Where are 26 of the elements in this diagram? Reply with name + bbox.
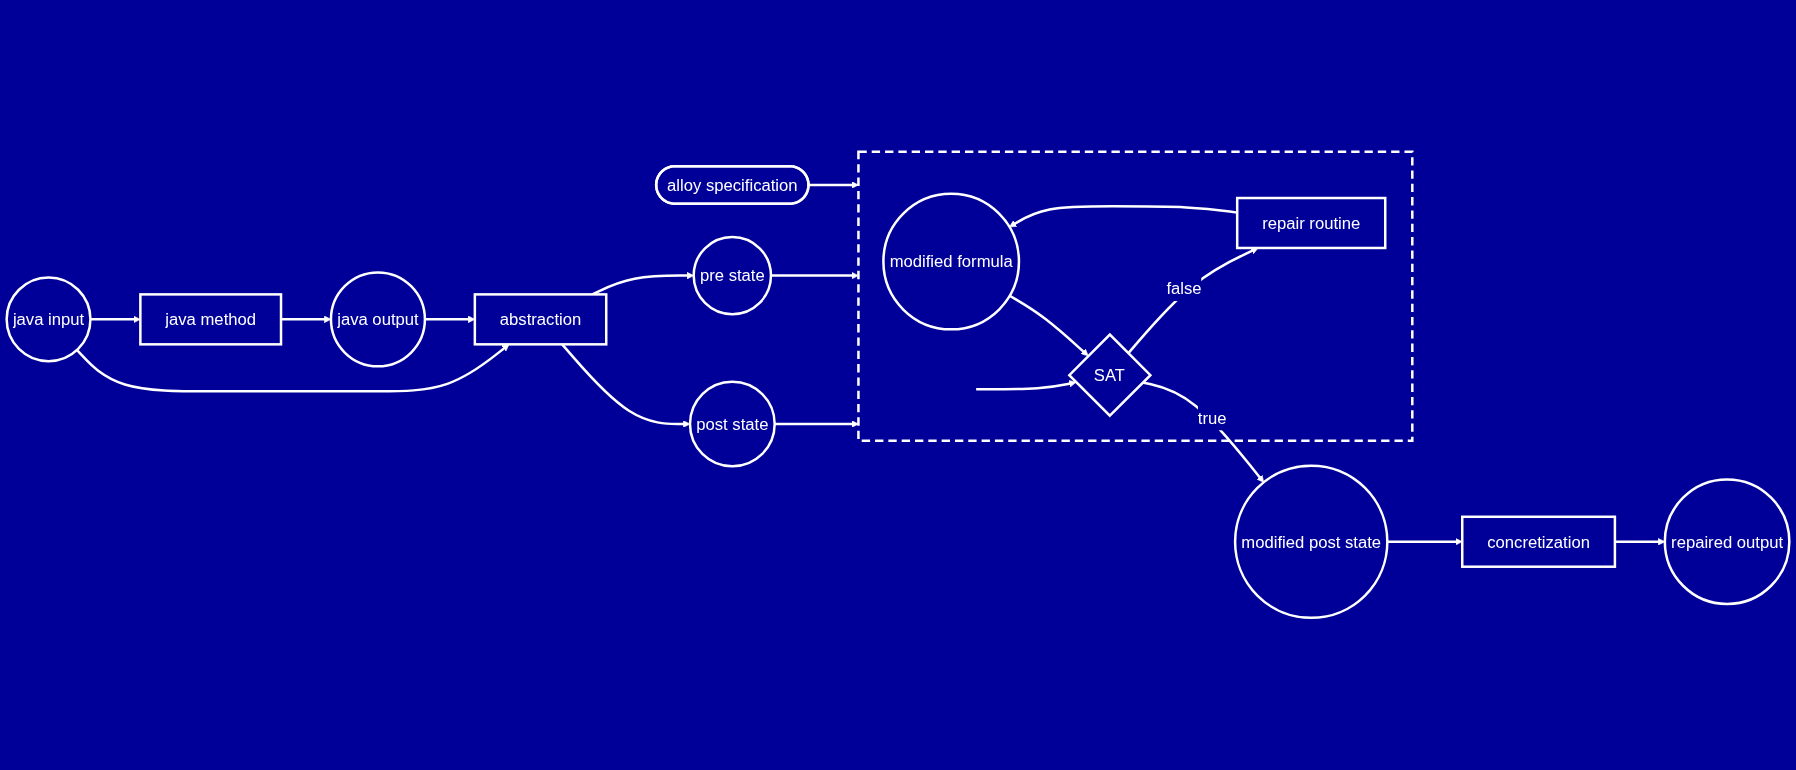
arrow xyxy=(774,420,859,428)
node-box: java method xyxy=(139,293,283,346)
arrow xyxy=(90,315,141,324)
arrow xyxy=(1009,205,1238,228)
cluster xyxy=(857,150,1414,443)
node-circle: pre state xyxy=(692,235,773,316)
arrow xyxy=(808,181,859,189)
arrow xyxy=(1009,294,1089,357)
node-circle: java output xyxy=(329,271,427,368)
node-box: abstraction xyxy=(473,293,608,346)
node-circle: modified post state xyxy=(1233,464,1389,620)
node-circle: repaired output xyxy=(1663,478,1791,606)
arrow xyxy=(281,315,332,324)
arrow xyxy=(1142,381,1264,483)
edge-label: false xyxy=(1166,279,1202,299)
edge-label: true xyxy=(1197,408,1227,428)
node-box: repair routine xyxy=(1235,197,1387,250)
arrow xyxy=(76,344,510,393)
arrow xyxy=(976,380,1077,391)
arrow xyxy=(1387,538,1463,546)
arrow xyxy=(770,272,859,280)
node-box: concretization xyxy=(1461,515,1617,569)
node-circle: modified formula xyxy=(882,192,1021,331)
node-circle: java input xyxy=(5,276,92,363)
node-circle: post state xyxy=(688,380,776,468)
node-diamond: SAT xyxy=(1067,333,1153,418)
